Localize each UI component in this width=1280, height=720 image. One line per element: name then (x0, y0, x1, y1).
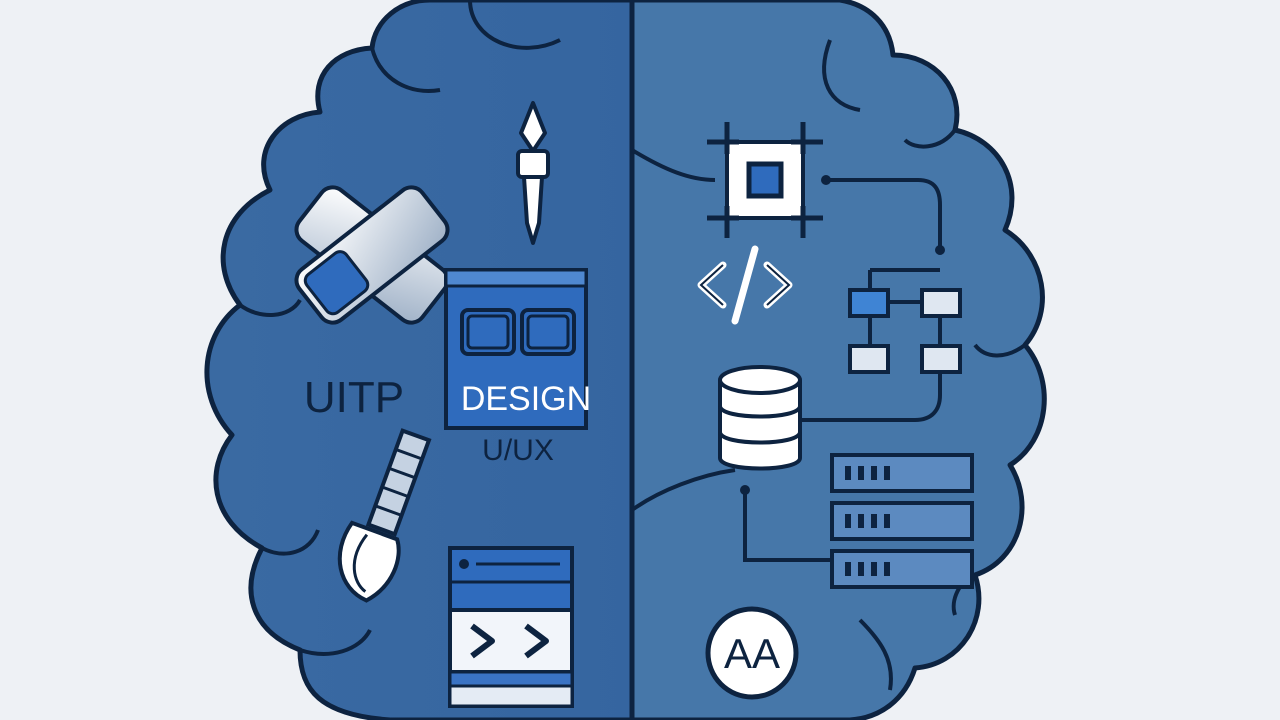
flowchart-icon (848, 268, 962, 374)
font-sample-label: AA (724, 630, 780, 677)
pen-tool-icon (516, 101, 550, 245)
uitp-label: UITP (304, 373, 404, 422)
brain-right-hemisphere (632, 0, 1047, 720)
terminal-window-icon (448, 546, 574, 708)
uiux-label: U/UX (482, 434, 554, 467)
design-label: DESIGN (461, 380, 591, 418)
font-icon: AA (705, 606, 799, 700)
database-icon (718, 365, 802, 471)
browser-window-icon (444, 268, 588, 430)
paintbrush-icon (337, 428, 432, 603)
code-tag-icon (697, 245, 793, 325)
selection-frame-icon (707, 122, 823, 238)
server-rack-icon (740, 453, 974, 589)
bandage-icon (294, 185, 450, 325)
